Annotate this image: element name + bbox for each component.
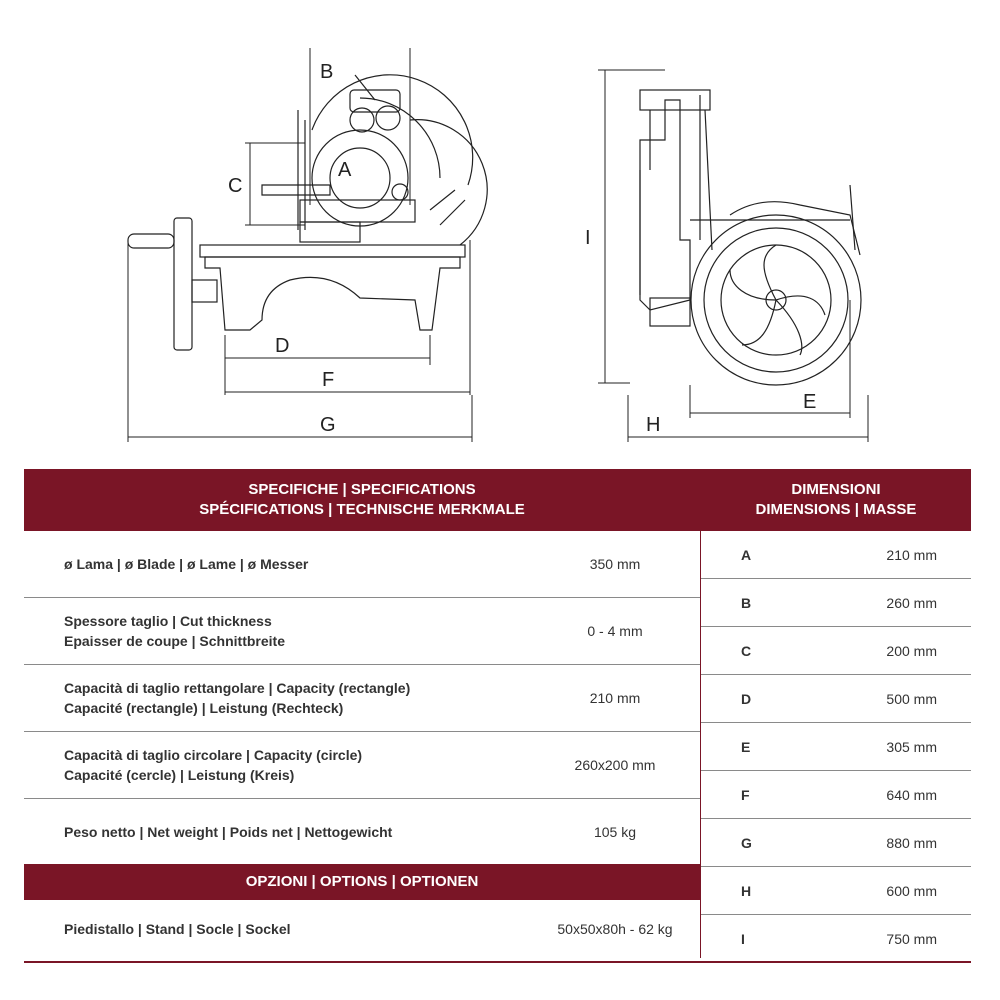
spec-row-thickness: Spessore taglio | Cut thickness Epaisser…: [24, 598, 700, 665]
dimension-row-d: D 500 mm: [701, 675, 971, 723]
option-label: Piedistallo | Stand | Socle | Sockel: [64, 921, 291, 937]
dimension-key: H: [741, 882, 752, 899]
spec-label: Spessore taglio | Cut thickness: [64, 613, 272, 629]
dimension-key: D: [741, 690, 752, 707]
dim-label-a: A: [338, 159, 352, 181]
dim-label-e: E: [803, 391, 816, 413]
dim-label-d: D: [275, 335, 289, 357]
dimension-row-i: I 750 mm: [701, 915, 971, 962]
dimension-value: 210 mm: [886, 546, 937, 563]
dimension-row-a: A 210 mm: [701, 531, 971, 579]
spec-row-blade: ø Lama | ø Blade | ø Lame | ø Messer 350…: [24, 531, 700, 598]
dimension-key: G: [741, 834, 752, 851]
side-view-slicer: [127, 74, 488, 351]
spec-row-capacity-circle: Capacità di taglio circolare | Capacity …: [24, 732, 700, 799]
dim-label-h: H: [646, 414, 660, 436]
front-view-slicer: [639, 89, 862, 386]
spec-label: Capacità di taglio rettangolare | Capaci…: [64, 680, 411, 696]
options-header: OPZIONI | OPTIONS | OPTIONEN: [24, 864, 700, 900]
spec-label: ø Lama | ø Blade | ø Lame | ø Messer: [64, 556, 309, 572]
dim-label-c: C: [228, 175, 242, 197]
dimension-row-f: F 640 mm: [701, 771, 971, 819]
dimension-key: E: [741, 738, 751, 755]
specifications-header-line1: SPECIFICHE | SPECIFICATIONS: [248, 481, 476, 498]
spec-value: 350 mm: [589, 556, 641, 572]
dim-label-b: B: [320, 61, 333, 83]
spec-label-2: Epaisser de coupe | Schnittbreite: [64, 633, 285, 649]
dimension-row-h: H 600 mm: [701, 867, 971, 915]
dimension-value: 750 mm: [886, 930, 937, 947]
spec-value: 260x200 mm: [574, 757, 656, 773]
technical-drawing: A B C D F G: [127, 48, 869, 442]
dimension-key: F: [741, 786, 750, 803]
dimension-key: C: [741, 642, 752, 659]
side-dimension-lines: [127, 48, 473, 442]
dimension-row-e: E 305 mm: [701, 723, 971, 771]
spec-label: Peso netto | Net weight | Poids net | Ne…: [64, 823, 393, 840]
spec-row-capacity-rectangle: Capacità di taglio rettangolare | Capaci…: [24, 665, 700, 732]
dimension-value: 260 mm: [886, 594, 937, 611]
spec-value: 210 mm: [589, 690, 641, 706]
option-value: 50x50x80h - 62 kg: [557, 921, 673, 937]
dimension-row-g: G 880 mm: [701, 819, 971, 867]
specifications-header: SPECIFICHE | SPECIFICATIONS SPÉCIFICATIO…: [24, 469, 700, 531]
dimension-key: A: [741, 546, 752, 563]
spec-value: 105 kg: [593, 823, 637, 840]
spec-label-2: Capacité (rectangle) | Leistung (Rechtec…: [64, 700, 344, 716]
dimensions-header-line1: DIMENSIONI: [791, 481, 881, 498]
dimension-value: 880 mm: [886, 834, 937, 851]
dimension-row-b: B 260 mm: [701, 579, 971, 627]
dimensions-header-line2: DIMENSIONS | MASSE: [755, 501, 917, 518]
front-dimension-lines: [598, 69, 869, 442]
dimension-key: B: [741, 594, 752, 611]
option-row-stand: Piedistallo | Stand | Socle | Sockel 50x…: [24, 900, 700, 958]
dimension-value: 600 mm: [886, 882, 937, 899]
specifications-header-line2: SPÉCIFICATIONS | TECHNISCHE MERKMALE: [199, 501, 525, 518]
dimension-value: 500 mm: [886, 690, 937, 707]
spec-row-weight: Peso netto | Net weight | Poids net | Ne…: [24, 799, 700, 864]
dimension-value: 305 mm: [886, 738, 937, 755]
dimensions-table: DIMENSIONI DIMENSIONS | MASSE A 210 mm B 2…: [701, 469, 971, 962]
dimension-key: I: [741, 930, 745, 947]
dimensions-header: DIMENSIONI DIMENSIONS | MASSE: [701, 469, 971, 531]
dimension-row-c: C 200 mm: [701, 627, 971, 675]
dim-label-g: G: [320, 414, 336, 436]
spec-value: 0 - 4 mm: [587, 623, 643, 639]
dim-label-i: I: [585, 227, 591, 249]
dim-label-f: F: [322, 369, 334, 391]
dimension-value: 200 mm: [886, 642, 937, 659]
dimension-value: 640 mm: [886, 786, 937, 803]
specifications-table: SPECIFICHE | SPECIFICATIONS SPÉCIFICATIO…: [24, 469, 701, 958]
spec-label-2: Capacité (cercle) | Leistung (Kreis): [64, 767, 295, 783]
table-bottom-border: [24, 961, 971, 963]
spec-label: Capacità di taglio circolare | Capacity …: [64, 747, 363, 763]
